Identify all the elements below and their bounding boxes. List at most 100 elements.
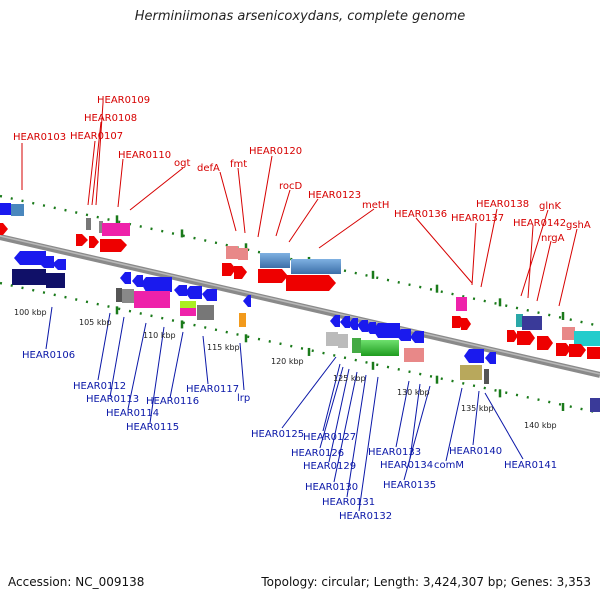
gene-label-forward: HEAR0110	[118, 150, 171, 161]
gene-reverse	[243, 295, 251, 307]
gene-reverse	[340, 316, 350, 328]
gene-label-reverse: HEAR0129	[303, 461, 356, 472]
gene-forward	[286, 275, 336, 291]
reverse-callouts	[45, 306, 524, 512]
gene-label-forward: HEAR0120	[249, 146, 302, 157]
gene-forward	[102, 223, 130, 236]
gene-forward	[291, 259, 341, 274]
genome-backbone	[0, 234, 600, 378]
gene-label-reverse: HEAR0133	[368, 447, 421, 458]
gene-forward	[516, 314, 523, 327]
gene-label-forward: metH	[362, 200, 389, 211]
gene-label-forward: glnK	[539, 201, 561, 212]
scale-label: 125 kbp	[333, 374, 366, 383]
gene-reverse	[116, 288, 122, 302]
gene-label-reverse: lrp	[237, 393, 250, 404]
gene-reverse	[141, 277, 172, 292]
scale-label: 130 kbp	[397, 388, 430, 397]
forward-labels: HEAR0103 HEAR0109 HEAR0108 HEAR0107 HEAR…	[13, 95, 591, 244]
gene-forward	[76, 234, 88, 246]
gene-forward	[89, 236, 99, 248]
gene-reverse	[239, 313, 246, 327]
gene-label-reverse: HEAR0131	[322, 497, 375, 508]
gene-label-reverse: comM	[434, 460, 464, 471]
gene-forward	[222, 263, 236, 276]
scale-label: 135 kbp	[461, 404, 494, 413]
gene-reverse	[357, 320, 368, 332]
scale-label: 115 kbp	[207, 343, 240, 352]
gene-label-forward: HEAR0107	[70, 131, 123, 142]
forward-callouts	[21, 102, 578, 307]
gene-reverse	[12, 269, 46, 285]
gene-reverse	[120, 272, 131, 284]
gene-label-reverse: HEAR0114	[106, 408, 159, 419]
gene-reverse	[122, 289, 134, 303]
reverse-genes	[12, 251, 600, 412]
gene-reverse	[197, 305, 214, 320]
gene-reverse	[352, 338, 361, 353]
map-title: Herminiimonas arsenicoxydans, complete g…	[134, 9, 466, 24]
gene-label-reverse: HEAR0132	[339, 511, 392, 522]
gene-label-reverse: HEAR0113	[86, 394, 139, 405]
gene-label-reverse: HEAR0130	[305, 482, 358, 493]
gene-label-forward: HEAR0103	[13, 132, 66, 143]
gene-label-forward: HEAR0142	[513, 218, 566, 229]
gene-forward	[260, 253, 290, 268]
scale-labels: 100 kbp 105 kbp 110 kbp 115 kbp 120 kbp …	[14, 308, 557, 430]
scale-label: 110 kbp	[143, 331, 176, 340]
gene-reverse	[460, 365, 482, 380]
gene-reverse	[134, 291, 170, 308]
genome-backbone-highlight	[0, 235, 600, 375]
gene-label-reverse: HEAR0112	[73, 381, 126, 392]
gene-label-reverse: HEAR0141	[504, 460, 557, 471]
gene-reverse	[185, 286, 202, 299]
gene-forward	[11, 204, 24, 216]
gene-reverse	[180, 301, 196, 309]
gene-label-forward: defA	[197, 163, 220, 174]
gene-forward	[562, 327, 575, 340]
gene-label-reverse: HEAR0126	[291, 448, 344, 459]
gene-reverse	[348, 318, 358, 330]
gene-forward	[507, 330, 518, 342]
gene-forward	[0, 223, 8, 235]
gene-reverse	[404, 348, 424, 362]
scale-label: 105 kbp	[79, 318, 112, 327]
gene-label-forward: gshA	[566, 220, 591, 231]
gene-forward	[86, 218, 91, 230]
gene-label-forward: HEAR0109	[97, 95, 150, 106]
gene-label-reverse: HEAR0115	[126, 422, 179, 433]
gene-reverse	[361, 340, 399, 356]
gene-reverse	[38, 256, 54, 268]
gene-reverse	[52, 259, 66, 270]
gene-label-reverse: HEAR0135	[383, 480, 436, 491]
gene-label-reverse: HEAR0134	[380, 460, 433, 471]
gene-forward	[461, 318, 471, 330]
gene-reverse	[590, 398, 600, 412]
gene-forward	[574, 331, 600, 346]
gene-forward	[258, 269, 288, 283]
gene-reverse	[373, 323, 400, 338]
gene-reverse	[14, 251, 46, 265]
forward-genes	[0, 203, 600, 359]
gene-reverse	[132, 275, 143, 287]
gene-label-reverse: HEAR0116	[146, 396, 199, 407]
gene-label-reverse: HEAR0117	[186, 384, 239, 395]
gene-reverse	[46, 273, 65, 288]
gene-reverse	[174, 285, 187, 296]
gene-label-forward: HEAR0137	[451, 213, 504, 224]
gene-label-forward: nrgA	[541, 233, 565, 244]
gene-forward	[99, 221, 103, 233]
gene-reverse	[464, 349, 484, 363]
gene-forward	[456, 297, 467, 311]
gene-forward	[234, 266, 247, 279]
gene-label-forward: ogt	[174, 158, 190, 169]
gene-reverse	[484, 369, 489, 384]
scale-label: 120 kbp	[271, 357, 304, 366]
gene-label-forward: HEAR0123	[308, 190, 361, 201]
gene-label-forward: HEAR0136	[394, 209, 447, 220]
gene-forward	[556, 343, 571, 356]
gene-label-reverse: HEAR0125	[251, 429, 304, 440]
gene-forward	[0, 203, 11, 215]
gene-forward	[226, 246, 238, 259]
